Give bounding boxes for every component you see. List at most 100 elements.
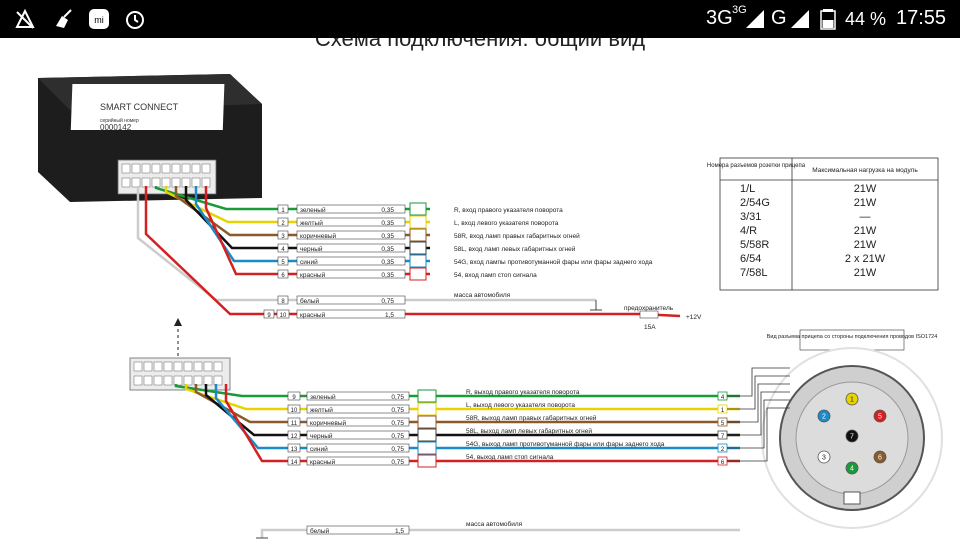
socket-pin — [845, 392, 859, 406]
svg-text:mi: mi — [94, 15, 104, 25]
ground-wire-gauge: 0,75 — [381, 298, 394, 305]
wire-gauge: 0,35 — [381, 259, 394, 266]
wire-desc: 54G, выход ламп противотуманной фары или… — [466, 440, 665, 448]
socket-pin — [817, 450, 831, 464]
connector-pin — [181, 163, 191, 174]
wire-num: 11 — [291, 421, 298, 427]
connector-pin — [161, 163, 171, 174]
socket-lead — [727, 391, 790, 436]
connector-pin — [173, 361, 183, 372]
function-icon — [409, 215, 427, 229]
bottom-ground-color: белый — [310, 527, 330, 535]
wire-num-box — [277, 243, 289, 253]
power-wire-num: 9 — [267, 313, 271, 319]
wire-label-box — [296, 269, 406, 279]
wire-num-box — [287, 430, 301, 440]
network-g-label: G — [771, 7, 787, 29]
wire-num-box — [277, 217, 289, 227]
wire-num-box — [277, 256, 289, 266]
socket-pin-num: 7 — [721, 434, 725, 440]
socket-lead — [727, 399, 790, 449]
wire-num: 13 — [291, 447, 298, 453]
socket-lead — [727, 375, 790, 410]
connector-pin — [191, 177, 201, 188]
connector-pin — [181, 177, 191, 188]
wire-label-box — [306, 443, 410, 453]
bottom-connector — [129, 357, 231, 391]
connector-pin — [131, 177, 141, 188]
connector-pin — [143, 361, 153, 372]
function-icon — [409, 228, 427, 242]
wire-num: 1 — [281, 208, 285, 214]
socket-pin-num: 6 — [721, 460, 725, 466]
wire-color: черный — [310, 432, 333, 440]
connector-pin — [163, 375, 173, 386]
socket-pin — [845, 429, 859, 443]
wire-desc: L, выход левого указателя поворота — [466, 402, 575, 409]
socket-pin-num: 4 — [721, 395, 725, 401]
ground-wire-num: 8 — [281, 299, 285, 305]
connector-pin — [133, 361, 143, 372]
wire-gauge: 0,35 — [381, 233, 394, 240]
load-table: Номера разъемов розетки прицепа Максимал… — [707, 157, 939, 291]
wire-num: 9 — [292, 395, 296, 401]
module-serial-caption: серийный номер — [100, 117, 139, 124]
network-3g-small-label: 3G — [732, 4, 747, 16]
wire-num-box — [287, 404, 301, 414]
wire-label-box — [306, 391, 410, 401]
ground-wire-color: белый — [300, 297, 320, 305]
socket-pin-number: 2 — [822, 414, 826, 421]
wire-gauge: 0,75 — [391, 459, 404, 466]
connector-pin — [141, 163, 151, 174]
power-voltage: +12V — [686, 314, 702, 321]
wire-label-box — [306, 417, 410, 427]
wire-desc: 58L, вход ламп левых габаритных огней — [454, 245, 576, 253]
socket-caption: Вид разъема прицепа со стороны подключен… — [767, 334, 938, 340]
socket-pin-num: 1 — [721, 408, 725, 414]
connector-pin — [183, 375, 193, 386]
wire-color: синий — [300, 258, 318, 266]
wire-num: 12 — [291, 434, 298, 440]
function-icon — [409, 241, 427, 255]
smart-connect-module: SMART CONNECT серийный номер 0000142 — [38, 74, 262, 202]
wire-color: желтый — [300, 219, 323, 227]
connector-pin — [201, 163, 211, 174]
connector-pin — [203, 375, 213, 386]
function-icon — [417, 402, 437, 416]
table-pin: 6/54 — [740, 253, 761, 265]
wire-gauge: 0,75 — [391, 394, 404, 401]
table-load: 21W — [854, 267, 877, 279]
wire-num-box — [287, 456, 301, 466]
wire-gauge: 0,75 — [391, 420, 404, 427]
wire-desc: 58L, выход ламп левых габаритных огней — [466, 427, 592, 435]
wire-num-box — [277, 269, 289, 279]
connector-pin — [131, 163, 141, 174]
fuse-icon — [639, 310, 659, 319]
wire-num: 5 — [281, 260, 285, 266]
function-icon — [409, 254, 427, 268]
wire-gauge: 0,35 — [381, 246, 394, 253]
socket-pin — [873, 450, 887, 464]
wire-label-box — [296, 230, 406, 240]
connector-pin — [121, 177, 131, 188]
wire-desc: 58R, выход ламп правых габаритных огней — [466, 414, 597, 422]
wire-label-box — [306, 456, 410, 466]
socket-lead — [727, 367, 790, 397]
socket-pin-number: 1 — [850, 397, 854, 404]
wire-gauge: 0,35 — [381, 207, 394, 214]
muted-notification-icon — [15, 8, 35, 29]
wire-label-box — [306, 430, 410, 440]
power-wire-num2: 10 — [280, 313, 287, 319]
power-wire-color: красный — [300, 311, 326, 319]
function-icon — [417, 428, 437, 442]
connector-pin — [121, 163, 131, 174]
connector-pin — [133, 375, 143, 386]
signal-strength-2-icon — [791, 10, 809, 28]
table-load: 2 x 21W — [845, 253, 886, 265]
table-pin: 7/58L — [740, 267, 768, 279]
bottom-ground-gauge: 1,5 — [395, 528, 404, 535]
connector-pin — [163, 361, 173, 372]
trailer-socket: Вид разъема прицепа со стороны подключен… — [727, 329, 943, 529]
table-header-right: Максимальная нагрузка на модуль — [812, 167, 918, 174]
wire-color: красный — [300, 271, 326, 279]
